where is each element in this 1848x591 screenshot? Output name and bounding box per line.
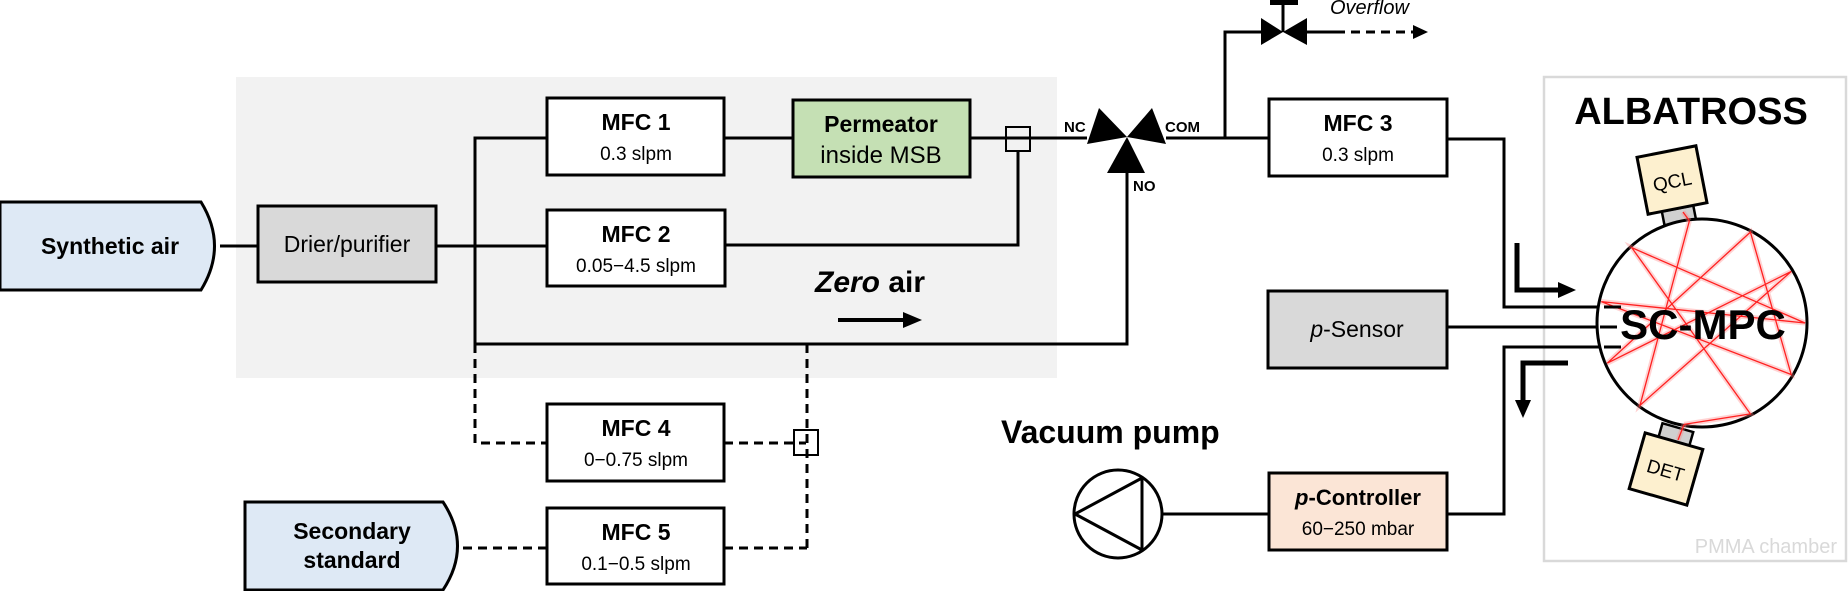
overflow-valve-handle-icon <box>1270 0 1298 5</box>
mfc-5-name: MFC 5 <box>602 519 671 545</box>
synthetic-air-shape <box>0 200 216 292</box>
secondary-standard-shape <box>243 500 459 591</box>
mfc-5-range: 0.1−0.5 slpm <box>581 554 690 575</box>
valve-com-triangle <box>1127 108 1166 144</box>
p-sensor-text: p-Sensor <box>1309 316 1404 342</box>
overflow-valve[interactable]: Overflow <box>1261 0 1410 45</box>
permeator-subtitle: inside MSB <box>820 142 941 169</box>
p-controller-range: 60−250 mbar <box>1302 519 1415 540</box>
pump-triangle-icon <box>1073 476 1144 552</box>
pmma-chamber-label: PMMA chamber <box>1695 536 1838 558</box>
laser-beam-2 <box>1677 424 1685 441</box>
sc-mpc-circle <box>1595 217 1809 429</box>
drier-label: Drier/purifier <box>284 231 411 257</box>
mfc-5-box <box>545 506 726 586</box>
overflow-arrowhead-icon <box>1413 25 1428 39</box>
overflow-valve-right-icon <box>1283 18 1307 45</box>
mfc-1-range: 0.3 slpm <box>600 144 672 165</box>
three-way-valve[interactable]: NC COM NO <box>1064 108 1200 195</box>
valve-no-triangle <box>1107 137 1145 173</box>
mfc-1[interactable]: MFC 1 0.3 slpm <box>545 96 726 177</box>
drier-box <box>256 204 438 284</box>
line-mfc2-to-junction <box>725 151 1020 247</box>
mfc-2-name: MFC 2 <box>602 221 671 247</box>
p-sensor-label: -Sensor <box>1323 316 1404 342</box>
mfc-2[interactable]: MFC 2 0.05−4.5 slpm <box>545 208 727 288</box>
mfc-3[interactable]: MFC 3 0.3 slpm <box>1267 97 1449 178</box>
mfc-3-range: 0.3 slpm <box>1322 145 1394 166</box>
zero-air-label: Zero air <box>814 266 925 328</box>
p-controller-label: -Controller <box>1309 485 1422 510</box>
zero-air-arrow-icon <box>903 312 922 328</box>
zero-air-text: Zero air <box>814 266 925 299</box>
permeator[interactable]: Permeator inside MSB <box>791 98 972 179</box>
sc-mpc-label: SC-MPC <box>1620 301 1786 348</box>
laser-beam-0 <box>1601 220 1806 426</box>
mfc-5[interactable]: MFC 5 0.1−0.5 slpm <box>545 506 726 586</box>
mfc-1-box <box>545 96 726 177</box>
drier-purifier[interactable]: Drier/purifier <box>256 204 438 284</box>
p-sensor[interactable]: p-Sensor <box>1266 289 1449 370</box>
line-overflow-branch <box>1223 30 1261 138</box>
zero-air-italic: Zero <box>814 266 880 299</box>
zero-air-rest: air <box>880 266 925 299</box>
overflow-valve-left-icon <box>1261 18 1283 45</box>
dashed-manifold-to-mfc4 <box>473 344 547 445</box>
line-cell-to-controller <box>1447 345 1621 516</box>
p-controller-prefix: p <box>1294 485 1308 510</box>
synthetic-air-source[interactable]: Synthetic air <box>0 200 216 292</box>
albatross-title: ALBATROSS <box>1574 91 1808 133</box>
vacuum-pump-icon <box>1072 468 1164 560</box>
vacuum-pump-label: Vacuum pump <box>1001 414 1220 450</box>
line-mfc3-to-cell <box>1447 137 1621 309</box>
outflow-arrow-icon <box>1515 400 1531 418</box>
secondary-standard-label-1: Secondary <box>293 518 411 544</box>
valve-nc-triangle <box>1087 108 1127 144</box>
p-sensor-box <box>1266 289 1449 370</box>
mfc-1-name: MFC 1 <box>602 109 671 135</box>
albatross-instrument: ALBATROSS QCL DET SC-MPC PMMA chamber <box>1574 91 1837 558</box>
inflow-arrow-shaft <box>1514 243 1560 293</box>
vacuum-pump[interactable]: Vacuum pump <box>1001 414 1220 560</box>
permeator-box <box>791 98 972 179</box>
cell-flow-arrows <box>1514 243 1576 418</box>
detector[interactable]: DET <box>1627 419 1707 508</box>
det-box <box>1627 430 1705 508</box>
mfc-4-range: 0−0.75 slpm <box>584 450 688 471</box>
valve-no-label: NO <box>1133 178 1156 195</box>
mfc-4-name: MFC 4 <box>602 415 671 441</box>
secondary-standard-label-2: standard <box>303 547 400 573</box>
synthetic-air-label: Synthetic air <box>41 233 179 259</box>
qcl[interactable]: QCL <box>1635 144 1710 228</box>
tee-junction-top <box>1005 126 1031 152</box>
qcl-box <box>1635 144 1709 216</box>
mfc-4[interactable]: MFC 4 0−0.75 slpm <box>545 402 726 483</box>
tee-junction-bottom <box>793 429 819 456</box>
dashed-lines <box>463 25 1428 550</box>
p-controller[interactable]: p-Controller 60−250 mbar <box>1267 471 1449 552</box>
secondary-standard-source[interactable]: Secondary standard <box>243 500 459 591</box>
mfc-3-name: MFC 3 <box>1324 110 1393 136</box>
overflow-label: Overflow <box>1330 0 1410 19</box>
outflow-arrow-shaft <box>1520 360 1568 402</box>
valve-com-label: COM <box>1165 119 1200 136</box>
inflow-arrow-icon <box>1558 282 1576 298</box>
mfc-2-range: 0.05−4.5 slpm <box>576 256 696 277</box>
p-controller-title: p-Controller <box>1294 485 1421 510</box>
laser-beam-1 <box>1682 211 1690 222</box>
sc-mpc-cell[interactable]: SC-MPC <box>1595 210 1809 441</box>
permeator-title: Permeator <box>824 111 938 137</box>
laser-beam-paths <box>1600 210 1806 441</box>
p-controller-box <box>1267 471 1449 552</box>
mfc-4-box <box>545 402 726 483</box>
valve-nc-label: NC <box>1064 119 1086 136</box>
mfc-3-box <box>1267 97 1449 178</box>
mfc-2-box <box>545 208 727 288</box>
p-sensor-prefix: p <box>1309 316 1323 342</box>
